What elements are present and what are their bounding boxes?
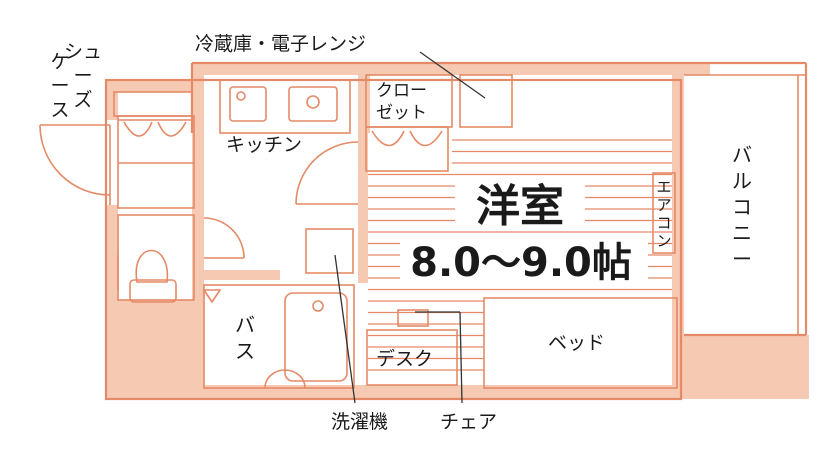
- washer-label: 洗濯機: [331, 411, 388, 433]
- chair-label: チェア: [440, 411, 497, 433]
- aircon-label-b: ア: [656, 196, 671, 214]
- shoe-case-label-1b: ー: [73, 65, 92, 87]
- room-name-backdrop: [455, 176, 585, 230]
- aircon-label-c: コ: [656, 214, 671, 232]
- closet-label-1: クロー: [376, 81, 427, 101]
- fridge-range-label: 冷蔵庫・電子レンジ: [195, 33, 366, 55]
- walls: [106, 63, 809, 399]
- room-name: 洋室: [476, 181, 564, 232]
- room-size-backdrop: [400, 237, 648, 285]
- balcony-label-1: バ: [732, 143, 752, 167]
- shoe-case-label-1c: ズ: [73, 89, 92, 111]
- shoe-case-label-2b: ー: [50, 75, 69, 97]
- chair: [397, 309, 429, 327]
- leader-lines: [334, 51, 486, 404]
- shoe-case-label-2: ケ: [50, 51, 69, 73]
- kitchen-label: キッチン: [226, 134, 302, 156]
- bath-label-2: ス: [235, 339, 255, 363]
- toilet: [117, 214, 195, 303]
- shoe-case: [113, 91, 195, 209]
- closet-label-2: ゼット: [376, 103, 427, 123]
- balcony-label-5: ー: [732, 247, 752, 271]
- balcony-label-4: ニ: [732, 221, 752, 245]
- kitchen-door: [295, 141, 359, 205]
- desk-label: デスク: [376, 348, 433, 370]
- bath-label-1: バ: [235, 313, 255, 337]
- bed: [483, 297, 678, 389]
- washing-machine: [305, 228, 354, 274]
- balcony-label-3: コ: [732, 195, 752, 219]
- bed-label: ベッド: [548, 332, 605, 354]
- toilet-door: [203, 217, 245, 259]
- air-conditioner: [652, 172, 676, 254]
- desk: [366, 329, 458, 386]
- aircon-label-d: ン: [656, 232, 671, 250]
- room-size: 8.0〜9.0帖: [410, 240, 632, 286]
- bathroom: [202, 284, 355, 389]
- shoe-case-label-1: シュ: [64, 41, 102, 63]
- closet: [365, 74, 453, 172]
- shoe-case-label-2c: ス: [50, 99, 69, 121]
- entrance-door: [39, 124, 111, 205]
- balcony-label-2: ル: [732, 169, 752, 193]
- kitchen-counter: [219, 79, 351, 134]
- refrigerator: [459, 74, 513, 128]
- aircon-label-a: エ: [656, 178, 671, 196]
